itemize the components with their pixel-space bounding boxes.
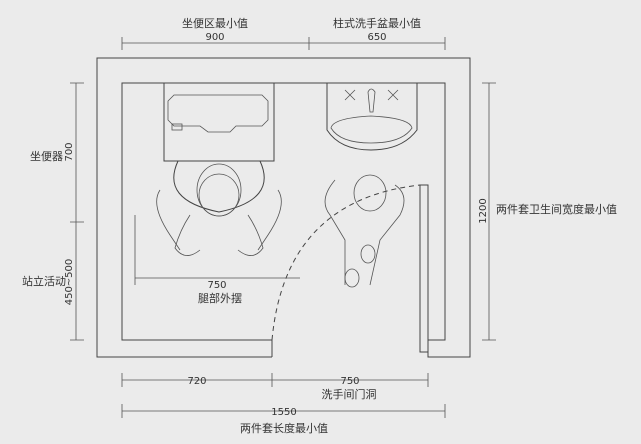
door-label: 洗手间门洞	[322, 387, 377, 401]
toilet-zone-dim: 900	[205, 32, 224, 43]
sink-icon	[326, 83, 418, 151]
sink-dim: 650	[367, 32, 386, 43]
sink-label: 柱式洗手盆最小值	[333, 16, 421, 30]
walls	[96, 57, 471, 358]
seated-person-icon	[156, 173, 282, 256]
door	[271, 184, 429, 353]
leg-label: 腿部外摆	[198, 291, 242, 305]
total-dim: 1550	[271, 407, 296, 418]
toilet-label: 坐便器	[30, 150, 63, 163]
door-dim: 750	[340, 376, 359, 387]
total-label: 两件套长度最小值	[240, 421, 328, 435]
width-dim: 1200	[478, 198, 489, 223]
dimension-lines	[70, 37, 496, 418]
standing-dim: 450~500	[64, 259, 75, 306]
standing-person-icon	[324, 174, 405, 288]
toilet-zone-label: 坐便区最小值	[182, 17, 248, 30]
toilet-dim: 700	[64, 142, 75, 161]
toilet-icon	[163, 82, 275, 217]
dim-720: 720	[187, 376, 206, 387]
leg-dim: 750	[207, 280, 226, 291]
standing-label: 站立活动	[22, 274, 66, 288]
width-label: 两件套卫生间宽度最小值	[496, 202, 617, 216]
